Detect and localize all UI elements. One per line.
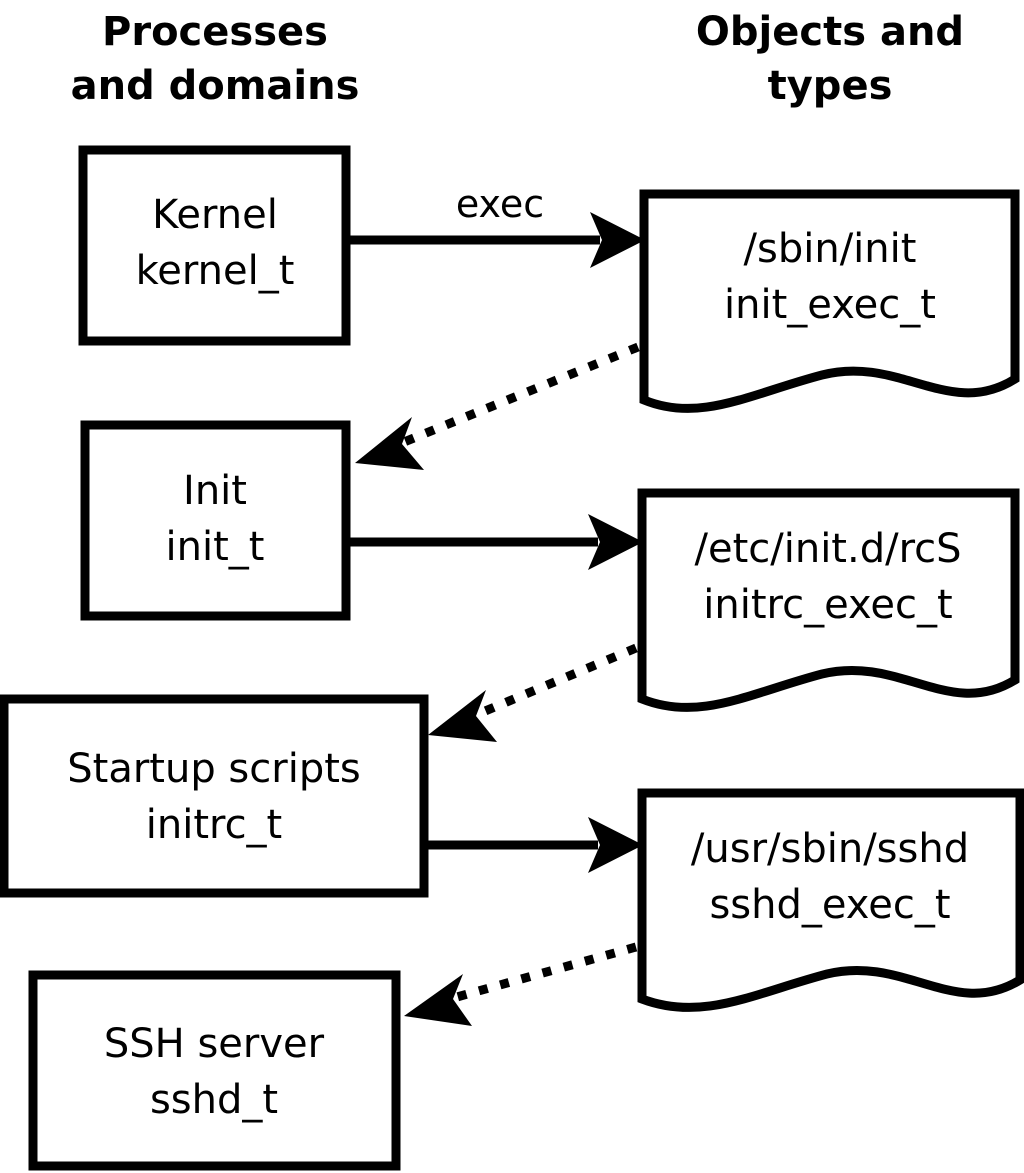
node-box bbox=[78, 145, 351, 346]
object-node-sshd-exec-line2: sshd_exec_t bbox=[709, 882, 950, 928]
process-node-kernel[interactable]: Kernel kernel_t bbox=[78, 145, 351, 346]
column-header-processes-line1: Processes bbox=[102, 9, 328, 55]
edge-sshd-exec-transition-sshd bbox=[404, 942, 638, 1026]
edge-label-exec: exec bbox=[456, 182, 544, 226]
process-node-init-line1: Init bbox=[183, 468, 247, 514]
object-node-init-exec-line1: /sbin/init bbox=[744, 226, 917, 272]
document-shape bbox=[639, 189, 1020, 413]
object-node-initrc-exec-line1: /etc/init.d/rcS bbox=[694, 526, 961, 572]
edge-init-exec-initrc-exec bbox=[350, 514, 643, 570]
object-node-initrc-exec-line2: initrc_exec_t bbox=[703, 582, 952, 628]
arrow-head-solid bbox=[590, 212, 645, 268]
arrow-head-solid bbox=[588, 817, 643, 873]
document-shape bbox=[637, 788, 1024, 1012]
edge-line bbox=[402, 342, 640, 447]
arrow-head-dotted bbox=[404, 974, 472, 1026]
object-node-init-exec[interactable]: /sbin/init init_exec_t bbox=[639, 189, 1020, 413]
column-header-processes: Processes and domains bbox=[71, 9, 360, 109]
process-node-init[interactable]: Init init_t bbox=[80, 420, 351, 621]
process-node-initrc-line1: Startup scripts bbox=[67, 746, 360, 792]
object-node-sshd-exec[interactable]: /usr/sbin/sshd sshd_exec_t bbox=[637, 788, 1024, 1012]
edge-initrc-exec-sshd-exec bbox=[428, 817, 643, 873]
arrow-head-dotted bbox=[355, 417, 424, 470]
process-node-initrc[interactable]: Startup scripts initrc_t bbox=[0, 694, 429, 898]
column-header-objects-line2: types bbox=[768, 63, 893, 109]
edge-line bbox=[476, 643, 638, 719]
process-node-kernel-line2: kernel_t bbox=[136, 248, 295, 294]
process-node-sshd[interactable]: SSH server sshd_t bbox=[28, 970, 401, 1171]
node-box bbox=[0, 694, 429, 898]
edge-line bbox=[455, 942, 638, 1002]
node-box bbox=[28, 970, 401, 1171]
edge-kernel-exec-init-exec: exec bbox=[350, 182, 645, 268]
column-header-objects: Objects and types bbox=[696, 9, 964, 109]
process-node-init-line2: init_t bbox=[166, 524, 265, 570]
arrow-head-dotted bbox=[428, 690, 497, 742]
arrow-head-solid bbox=[588, 514, 643, 570]
edge-init-exec-transition-init bbox=[355, 342, 640, 470]
column-header-processes-line2: and domains bbox=[71, 63, 360, 109]
process-node-initrc-line2: initrc_t bbox=[146, 802, 283, 848]
object-node-initrc-exec[interactable]: /etc/init.d/rcS initrc_exec_t bbox=[637, 488, 1020, 712]
edge-initrc-exec-transition-initrc bbox=[428, 643, 638, 742]
object-node-init-exec-line2: init_exec_t bbox=[724, 282, 936, 328]
node-box bbox=[80, 420, 351, 621]
process-node-kernel-line1: Kernel bbox=[152, 192, 278, 238]
column-header-objects-line1: Objects and bbox=[696, 9, 964, 55]
process-node-sshd-line1: SSH server bbox=[104, 1021, 325, 1067]
process-node-sshd-line2: sshd_t bbox=[150, 1077, 278, 1123]
object-node-sshd-exec-line1: /usr/sbin/sshd bbox=[691, 826, 969, 872]
document-shape bbox=[637, 488, 1020, 712]
